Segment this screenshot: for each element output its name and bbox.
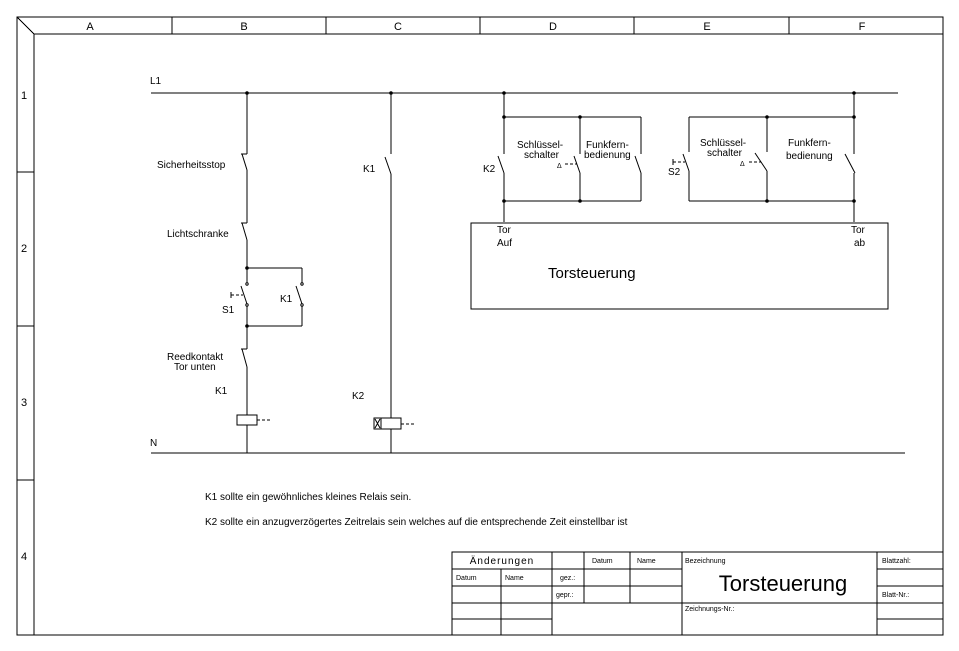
remote-control-open[interactable] — [634, 155, 642, 174]
remote-open-label-line2: bedienung — [584, 150, 631, 161]
contact-k1-middle-label: K1 — [363, 164, 376, 175]
checked-by-label: gepr.: — [556, 592, 574, 599]
power-rails: L1 N — [150, 76, 905, 454]
rail-label-l1: L1 — [150, 76, 162, 87]
controller-title: Torsteuerung — [548, 265, 636, 282]
circuit-group-close: S2 Δ Schlüssel- schalter Funkfern- bedie… — [668, 91, 856, 222]
rail-label-n: N — [150, 438, 157, 449]
contact-k2-label: K2 — [483, 164, 496, 175]
column-label-f: F — [859, 21, 866, 33]
datum-header: Datum — [592, 558, 613, 565]
safety-stop-contact[interactable] — [241, 153, 248, 171]
reed-contact-label-line2: Tor unten — [174, 362, 216, 373]
name-header: Name — [637, 558, 656, 565]
coil-k2-label: K2 — [352, 391, 365, 402]
changes-header: Änderungen — [470, 555, 535, 567]
switch-s1-label: S1 — [222, 305, 235, 316]
key-switch-open[interactable]: Δ — [557, 155, 581, 174]
timer-relay-coil-k2[interactable] — [373, 417, 415, 430]
row-label-4: 4 — [21, 551, 27, 563]
sheet-number-label: Blatt-Nr.: — [882, 592, 909, 599]
circuit-branch-k1: Sicherheitsstop Lichtschranke S1 K1 — [157, 91, 304, 453]
light-barrier-label: Lichtschranke — [167, 229, 229, 240]
column-label-b: B — [240, 21, 247, 33]
light-barrier-contact[interactable] — [241, 222, 248, 241]
row-label-1: 1 — [21, 90, 27, 102]
column-label-a: A — [86, 21, 94, 33]
junction-dot — [765, 199, 769, 203]
circuit-branch-k2: K1 K2 — [352, 91, 415, 453]
circuit-group-open: K2 Δ Schlüssel- schalter Funkfern- bedie… — [483, 91, 642, 222]
safety-stop-label: Sicherheitsstop — [157, 160, 226, 171]
column-label-d: D — [549, 21, 557, 33]
changes-datum-header: Datum — [456, 575, 477, 582]
note-k1: K1 sollte ein gewöhnliches kleines Relai… — [205, 492, 411, 503]
controller-box[interactable]: Tor Auf Tor ab Torsteuerung — [470, 222, 889, 310]
contact-k1-label: K1 — [280, 294, 293, 305]
sheet-count-label: Blattzahl: — [882, 558, 911, 565]
key-switch-close-label-line2: schalter — [707, 148, 743, 159]
input-close-label-line2: ab — [854, 238, 866, 249]
notes: K1 sollte ein gewöhnliches kleines Relai… — [205, 492, 628, 528]
remote-control-close[interactable] — [844, 153, 856, 174]
input-open-label-line2: Auf — [497, 238, 512, 249]
outer-border — [16, 16, 944, 636]
switch-s2-label: S2 — [668, 167, 681, 178]
contact-k1-no[interactable] — [384, 156, 392, 175]
svg-text:Δ: Δ — [740, 161, 745, 168]
relay-coil-k1[interactable] — [236, 414, 271, 426]
input-close-label-line1: Tor — [851, 225, 866, 236]
row-label-3: 3 — [21, 397, 27, 409]
svg-text:Δ: Δ — [557, 163, 562, 170]
pushbutton-s2[interactable] — [672, 153, 690, 172]
row-label-2: 2 — [21, 243, 27, 255]
junction-dot — [852, 199, 856, 203]
drawn-by-label: gez.: — [560, 575, 575, 582]
input-open-label-line1: Tor — [497, 225, 512, 236]
start-button-s1[interactable] — [230, 282, 249, 307]
drawing-number-label: Zeichnungs-Nr.: — [685, 606, 734, 613]
key-switch-open-label-line2: schalter — [524, 150, 560, 161]
corner-diagonal — [16, 16, 35, 35]
drawing-frame: A B C D E F 1 2 3 4 — [16, 16, 944, 636]
junction-dot — [578, 199, 582, 203]
remote-open-label-line1: Funkfern- — [586, 140, 629, 151]
contact-k2-no[interactable] — [497, 155, 505, 174]
note-k2: K2 sollte ein anzugverzögertes Zeitrelai… — [205, 517, 628, 528]
key-switch-close[interactable]: Δ — [740, 152, 768, 172]
remote-close-label-line2: bedienung — [786, 151, 833, 162]
coil-k1-label: K1 — [215, 386, 228, 397]
key-switch-close-label-line1: Schlüssel- — [700, 138, 746, 149]
remote-close-label-line1: Funkfern- — [788, 138, 831, 149]
self-hold-contact-k1[interactable] — [295, 282, 304, 307]
changes-name-header: Name — [505, 575, 524, 582]
junction-dot — [245, 324, 249, 328]
designation-label: Bezeichnung — [685, 558, 726, 565]
drawing-title: Torsteuerung — [719, 571, 847, 596]
column-label-e: E — [703, 21, 710, 33]
title-block: Änderungen Datum Name Datum Name gez.: g… — [451, 551, 944, 636]
controller-outline — [470, 222, 889, 310]
key-switch-open-label-line1: Schlüssel- — [517, 140, 563, 151]
column-label-c: C — [394, 21, 402, 33]
reed-contact[interactable] — [241, 348, 248, 368]
junction-dot — [502, 199, 506, 203]
reed-contact-label-line1: Reedkontakt — [167, 352, 223, 363]
title-block-outline — [451, 551, 944, 636]
